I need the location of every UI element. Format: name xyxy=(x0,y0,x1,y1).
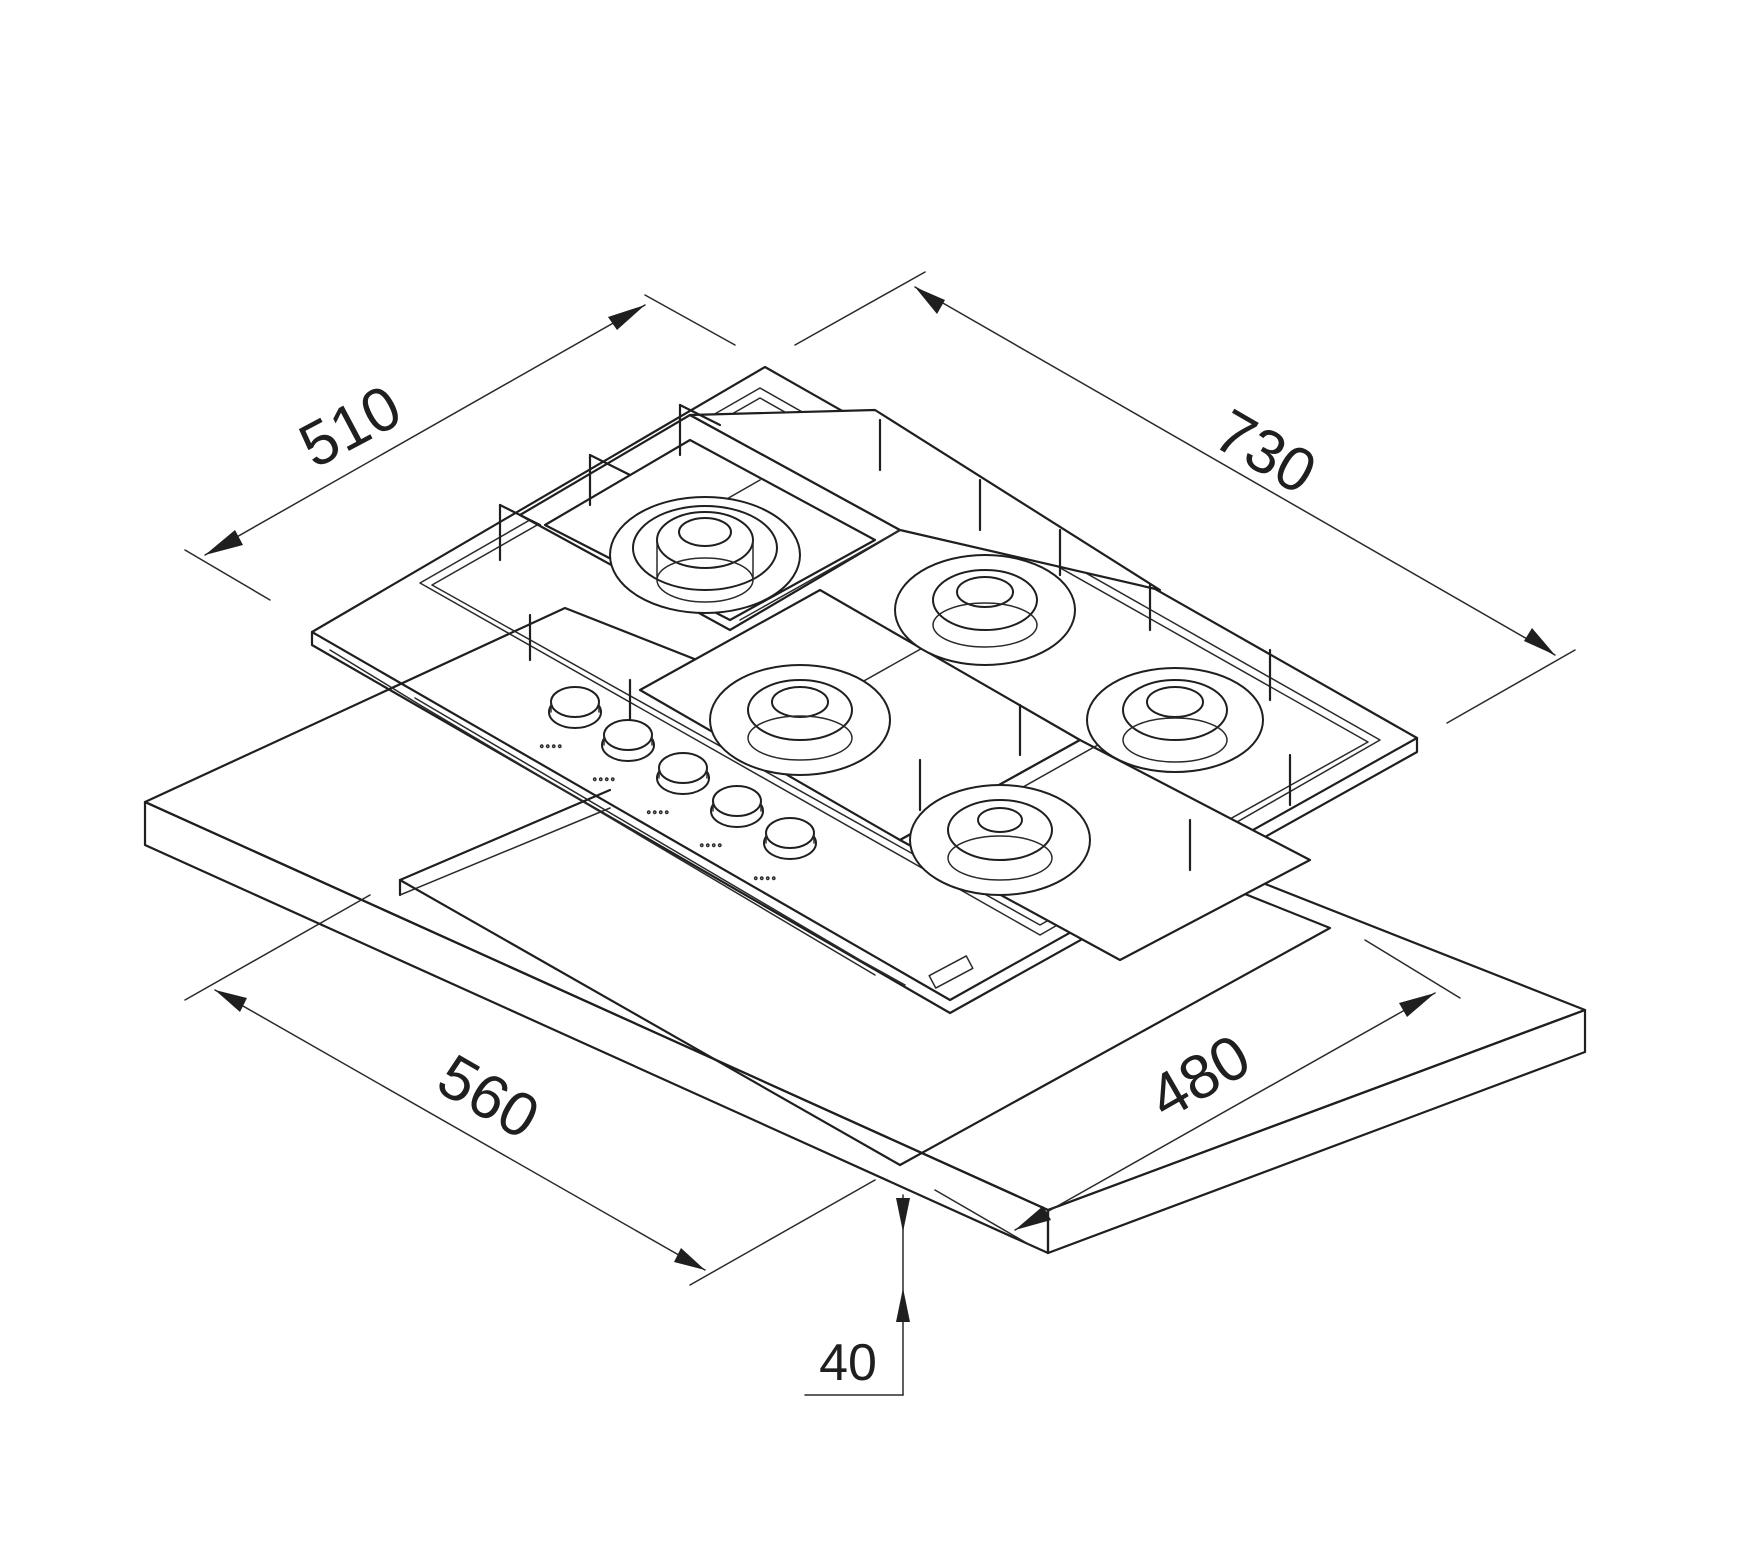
svg-text:• • • •: • • • • xyxy=(540,742,562,753)
dimension-depth-label: 510 xyxy=(289,372,413,481)
svg-text:• • • •: • • • • xyxy=(700,841,722,852)
brand-plate xyxy=(928,955,974,989)
knob-2 xyxy=(601,719,655,762)
dimension-thickness: 40 xyxy=(804,1194,910,1396)
dimension-width-label: 730 xyxy=(1203,397,1327,508)
control-knobs: • • • • • • • • • • • • • • • • • • • • xyxy=(539,686,817,886)
knob-1 xyxy=(548,686,602,729)
burner-rear-right xyxy=(894,554,1076,666)
burner-rear-left xyxy=(609,496,801,614)
svg-text:• • • •: • • • • xyxy=(647,808,669,819)
countertop-cutout xyxy=(398,788,1332,1167)
burner-front-right xyxy=(1086,667,1264,773)
dimension-cutout-width-label: 560 xyxy=(426,1042,550,1153)
svg-text:• • • •: • • • • xyxy=(754,874,776,885)
burner-wok xyxy=(909,784,1091,896)
hob-plate xyxy=(310,365,1419,1015)
burner-front-left xyxy=(709,664,891,776)
knob-5 xyxy=(763,817,817,860)
dimension-cutout-depth: 480 xyxy=(934,939,1461,1246)
countertop xyxy=(143,606,1587,1255)
knob-3 xyxy=(656,752,710,795)
svg-text:• • • •: • • • • xyxy=(593,775,615,786)
knob-4 xyxy=(710,785,764,828)
dimension-cutout-depth-label: 480 xyxy=(1138,1022,1262,1133)
dimension-thickness-label: 40 xyxy=(819,1334,877,1392)
